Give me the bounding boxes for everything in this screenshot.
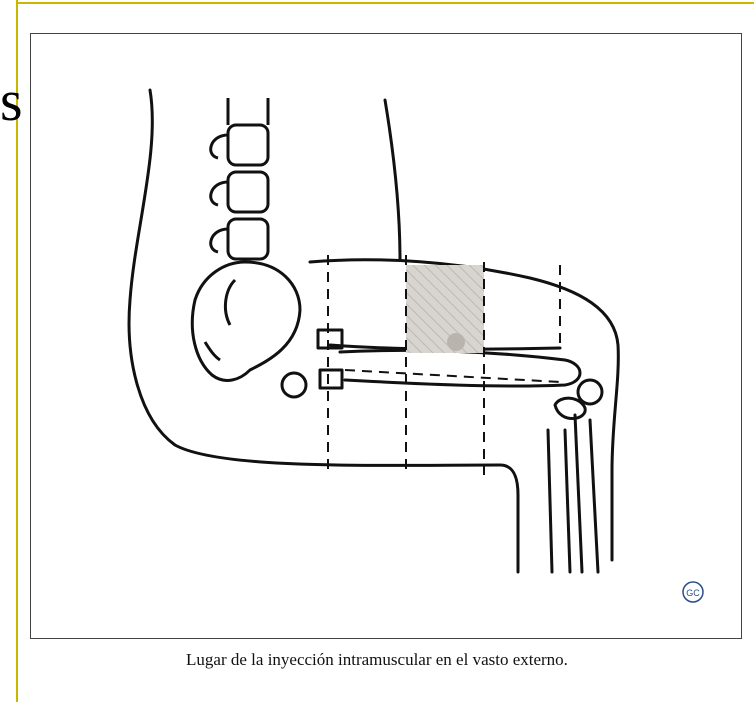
body-outline <box>129 90 618 572</box>
figure-caption: Lugar de la inyección intramuscular en e… <box>0 650 754 670</box>
injection-zone <box>406 265 484 353</box>
publisher-logo: GC <box>683 582 703 602</box>
pelvis <box>192 262 342 397</box>
spine-vertebrae <box>211 98 268 259</box>
svg-text:GC: GC <box>686 588 700 598</box>
